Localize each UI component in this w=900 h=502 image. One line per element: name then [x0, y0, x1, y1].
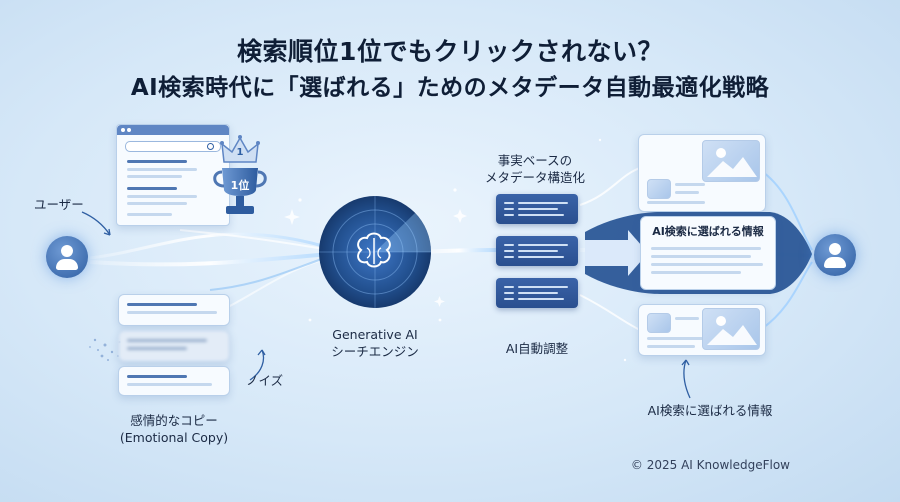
auto-adjust-label: AI自動調整: [505, 341, 569, 356]
user-icon: [814, 234, 856, 276]
image-icon: [647, 179, 671, 199]
rank-badge: 1位: [230, 179, 250, 192]
page-title: 検索順位1位でもクリックされない？: [237, 37, 663, 66]
copy-card-2: [118, 330, 230, 362]
crown-icon: [220, 135, 260, 163]
chosen-card-title: AI検索に選ばれる情報: [652, 225, 764, 238]
image-icon: [647, 313, 671, 333]
chosen-caption: AI検索に選ばれる情報: [647, 403, 773, 418]
crown-number: 1: [236, 147, 244, 158]
metadata-block-2: [496, 236, 578, 266]
engine-disc: [319, 196, 431, 308]
image-icon: [702, 308, 760, 350]
metadata-block-1: [496, 194, 578, 224]
user-icon: [46, 236, 88, 278]
brain-icon: [357, 232, 391, 268]
metadata-label: 事実ベースの メタデータ構造化: [484, 153, 585, 185]
trophy-icon: [213, 135, 267, 214]
copy-card-3: [118, 366, 230, 396]
chosen-info-card: AI検索に選ばれる情報: [640, 216, 776, 290]
emotional-copy-label: 感情的なコピー (Emotional Copy): [119, 413, 229, 445]
search-icon: [207, 143, 214, 150]
image-icon: [702, 140, 760, 182]
copyright: © 2025 AI KnowledgeFlow: [630, 458, 790, 472]
copy-card-1: [118, 294, 230, 326]
search-result-window: [116, 124, 230, 226]
search-input: [125, 141, 221, 152]
metadata-block-3: [496, 278, 578, 308]
user-label: ユーザー: [34, 197, 84, 212]
engine-label: Generative AI シーチエンジン: [331, 327, 419, 359]
page-subtitle: AI検索時代に「選ばれる」ためのメタデータ自動最適化戦略: [130, 75, 770, 101]
arrow-right-icon: [585, 230, 648, 276]
noise-label: ノイズ: [246, 373, 284, 388]
